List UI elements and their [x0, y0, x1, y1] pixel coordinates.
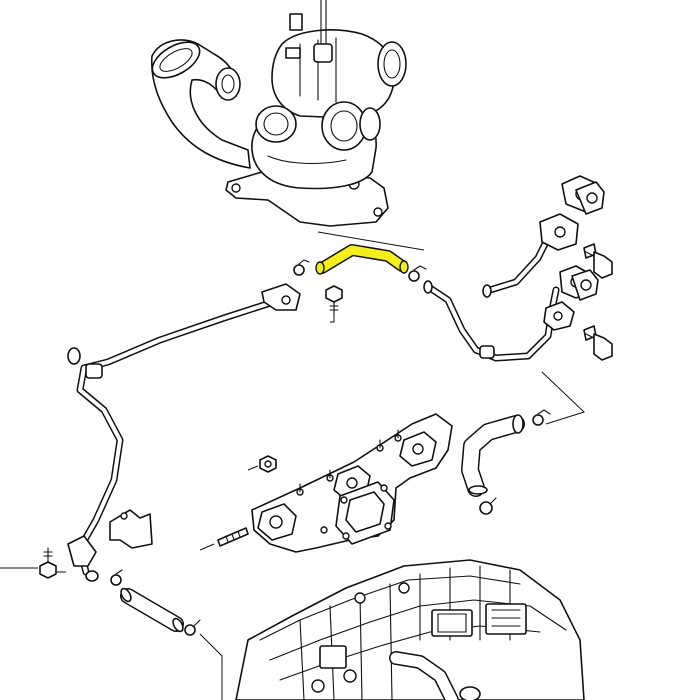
banjo-bolt-top — [325, 285, 343, 323]
elbow-hose — [461, 414, 525, 497]
oil-feed-pipe — [67, 283, 301, 582]
engine-block — [235, 559, 585, 700]
hex-bolt-left — [39, 547, 66, 579]
turbocharger — [150, 0, 407, 227]
hose-clamp-right — [408, 265, 427, 282]
manifold-nut — [247, 455, 277, 473]
leader-line — [317, 231, 425, 251]
oil-return-hose[interactable] — [315, 244, 409, 275]
leader-line-right — [541, 371, 585, 425]
exhaust-manifold — [251, 413, 453, 553]
hose-clamp-left — [293, 259, 310, 276]
pipe-bracket — [109, 509, 153, 549]
hose-clamp-elbow-bottom — [479, 497, 497, 515]
leader-line-bottom — [199, 633, 223, 700]
hose-clamp-straight-bottom — [184, 619, 201, 636]
straight-hose — [120, 587, 184, 633]
gaskets — [559, 175, 605, 301]
hose-clamp-elbow-top — [532, 409, 551, 426]
coolant-pipe — [423, 213, 579, 362]
hose-clamp-straight-top — [110, 569, 123, 586]
banjo-bolts — [583, 243, 613, 361]
manifold-stud — [199, 527, 249, 551]
